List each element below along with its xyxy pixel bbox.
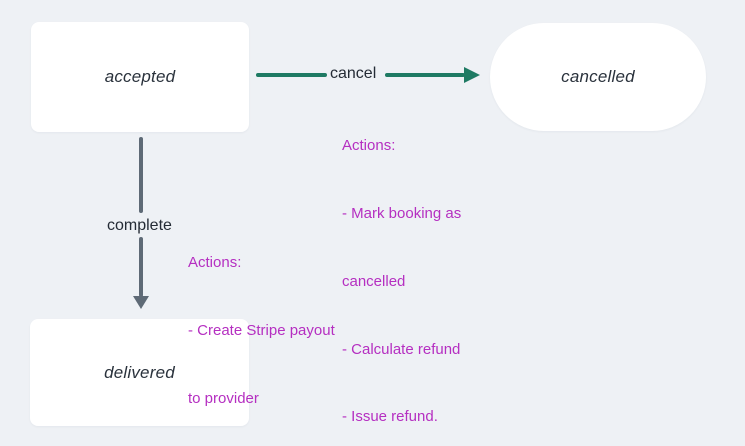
- cancel-actions-line: - Issue refund.: [342, 408, 438, 426]
- complete-arrowhead-icon: [133, 296, 149, 309]
- complete-actions-line: to provider: [188, 389, 259, 407]
- cancel-arrowhead-icon: [464, 67, 480, 83]
- cancel-actions-line: cancelled: [342, 272, 406, 290]
- state-node-delivered: delivered: [30, 319, 249, 426]
- cancel-arrow-line-left: [256, 73, 327, 77]
- complete-actions-line: - Create Stripe payout: [188, 321, 335, 339]
- state-node-accepted: accepted: [31, 22, 249, 132]
- complete-arrow-line-top: [139, 137, 143, 213]
- cancel-actions-note: Actions: - Mark booking as cancelled - C…: [342, 90, 461, 446]
- complete-arrow-line-bottom: [139, 237, 143, 297]
- cancel-actions-line: - Calculate refund: [342, 340, 461, 358]
- cancel-edge-label: cancel: [330, 65, 377, 82]
- state-node-cancelled: cancelled: [490, 23, 706, 131]
- state-label-accepted: accepted: [104, 67, 176, 86]
- state-label-delivered: delivered: [104, 362, 175, 382]
- complete-actions-note: Actions: - Create Stripe payout to provi…: [188, 207, 335, 446]
- complete-actions-line: Actions:: [188, 254, 242, 272]
- cancel-actions-line: Actions:: [342, 137, 396, 155]
- cancel-actions-line: - Mark booking as: [342, 204, 462, 222]
- complete-edge-label: complete: [107, 217, 172, 234]
- cancel-arrow-line-right: [385, 73, 465, 77]
- state-label-cancelled: cancelled: [561, 67, 635, 86]
